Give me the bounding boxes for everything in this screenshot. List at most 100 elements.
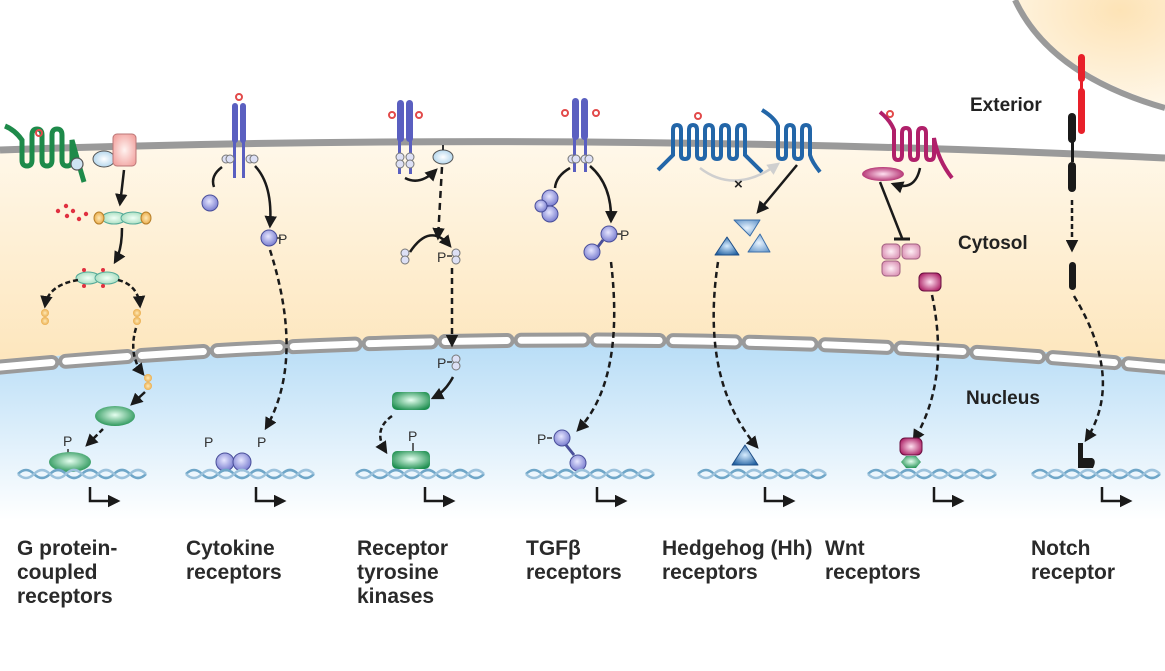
transcription-factor-icon [392,392,430,410]
label-line: coupled [17,561,98,584]
pathway-label-hedgehog: Hedgehog (Hh) receptors [662,537,812,585]
phospho-label: P [408,428,417,444]
nuclear-mapk-icon [451,354,461,371]
rtk-receptor-icon [397,100,404,142]
smoothened-receptor-icon [760,108,822,174]
notch-pathway [1030,54,1162,501]
gpcr-receptor-icon [4,123,87,183]
kinase-domain-icon [567,154,594,164]
phospho-stat-icon [260,229,278,247]
wnt-pathway [862,110,998,501]
label-line: G protein- [17,537,118,560]
nuclear-envelope [0,332,1165,375]
inhibition-x-icon: × [734,176,743,193]
label-line: receptors [526,561,622,584]
notch-intracellular-domain-icon [1068,162,1076,192]
effector-enzyme-icon [112,133,137,167]
phospho-label: P [278,231,287,247]
beta-catenin-icon [918,272,942,292]
nicd-fragment-icon [1069,262,1076,290]
ligand-icon [694,112,702,120]
label-line: tyrosine [357,561,439,584]
jak-kinase-icon [221,154,259,164]
cytokine-receptor-icon [232,103,238,143]
stat-protein-icon [201,194,219,212]
nucleus-label: Nucleus [966,388,1040,409]
cytosol-region [0,141,1165,360]
destruction-complex-icon [881,243,921,277]
phospho-smad-icon [600,225,618,243]
nucleus-region [0,337,1165,520]
label-line: Receptor [357,537,449,560]
tgfb-receptor-icon [572,98,579,140]
delta-ligand-icon [1078,54,1085,82]
tcf-factor-icon [901,456,921,468]
pka-complex-icon [93,211,152,225]
dishevelled-icon [862,167,904,181]
ligand-icon [561,109,569,117]
nuclear-nicd-icon [1078,443,1095,468]
cytosol-label: Cytosol [958,233,1028,254]
gprotein-alpha-icon [92,150,116,168]
nuclear-kinase-icon [144,374,152,390]
pathway-label-tgfb: TGFβ receptors [526,537,622,585]
frizzled-receptor-icon [878,110,954,180]
transcription-factor-icon [95,406,135,426]
exterior-label: Exterior [970,95,1042,116]
phospho-label: P [204,434,213,450]
gprotein-subunit-icon [70,157,84,171]
rtk-pathway: P P P [354,100,486,501]
pathway-label-gpcr: G protein- coupled receptors [17,537,117,609]
label-line: receptors [186,561,282,584]
phospho-transcription-factor-icon [49,452,91,472]
phospho-transcription-factor-icon [392,451,430,469]
regulatory-subunit-icon [41,309,49,325]
label-line: Notch [1031,537,1091,560]
pathway-label-rtk: Receptor tyrosine kinases [357,537,448,609]
label-line: receptors [17,585,113,608]
label-line: Hedgehog (Hh) [662,537,813,560]
ligand-icon [886,110,894,118]
label-line: receptors [662,561,758,584]
stat-dimer-icon [215,452,235,472]
ligand-icon [235,93,243,101]
phospho-mapk-icon [451,248,461,265]
phospho-label: P [257,434,266,450]
phospho-label: P [437,249,446,265]
gpcr-pathway: P [4,123,152,501]
nuclear-beta-catenin-icon [899,437,923,456]
gli-complex-icon [733,219,761,237]
tgfb-pathway: P P [524,98,656,501]
catalytic-subunit-icon [133,309,141,325]
mapk-icon [400,248,410,265]
ligand-icon [388,111,396,119]
cytokine-pathway: P P P [184,93,316,501]
pathway-label-notch: Notch receptor [1031,537,1115,585]
ligand-icon [35,129,43,137]
label-line: Wnt [825,537,865,560]
pka-bound-camp-icon [75,268,120,288]
gli-activator-icon [714,236,740,256]
notch-receptor-icon [1068,113,1076,143]
phospho-label: P [537,431,546,447]
phospho-label: P [63,433,72,449]
smad-complex-icon [534,189,559,223]
label-line: receptor [1031,561,1116,584]
nuclear-gli-icon [731,444,759,466]
phospho-label: P [620,227,629,243]
ras-protein-icon [432,149,454,165]
inhibition-line-icon [878,181,904,239]
nuclear-smad-icon [553,429,571,447]
pathway-label-cytokine: Cytokine receptors [186,537,282,585]
patched-receptor-icon [656,122,764,174]
neighbor-cell [1015,0,1165,105]
neighbor-cell-membrane [1012,0,1165,111]
label-line: kinases [357,585,435,608]
second-messenger-dots [55,203,89,222]
label-line: Cytokine [186,537,275,560]
hedgehog-pathway: × [656,108,828,501]
kinase-domain-icon [395,152,415,169]
plasma-membrane [0,138,1165,162]
